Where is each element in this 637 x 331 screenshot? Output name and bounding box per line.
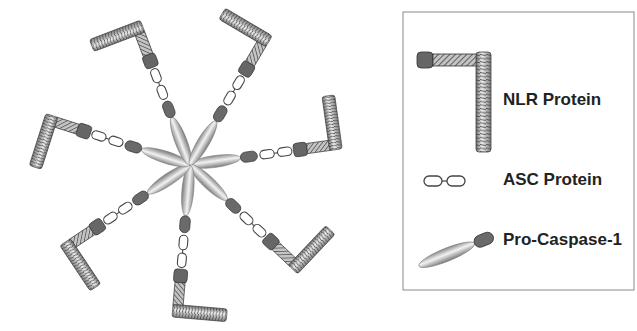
legend-label: Pro-Caspase-1	[503, 230, 622, 250]
nlr-legend-icon	[417, 52, 491, 152]
asc-legend-icon	[424, 176, 465, 186]
legend-label: NLR Protein	[503, 90, 601, 110]
nlr-asc-caspase-arm	[89, 20, 196, 183]
nlr-asc-caspase-arm	[148, 8, 274, 168]
nlr-asc-caspase-arm	[29, 112, 192, 212]
legend-frame	[403, 12, 634, 290]
inflammasome-ring	[29, 8, 342, 321]
nlr-asc-caspase-arm	[170, 164, 239, 321]
legend-label: ASC Protein	[503, 170, 602, 190]
nlr-asc-caspase-arm	[59, 159, 217, 291]
nlr-asc-caspase-arm	[185, 129, 335, 275]
caspase-legend-icon	[416, 230, 495, 272]
